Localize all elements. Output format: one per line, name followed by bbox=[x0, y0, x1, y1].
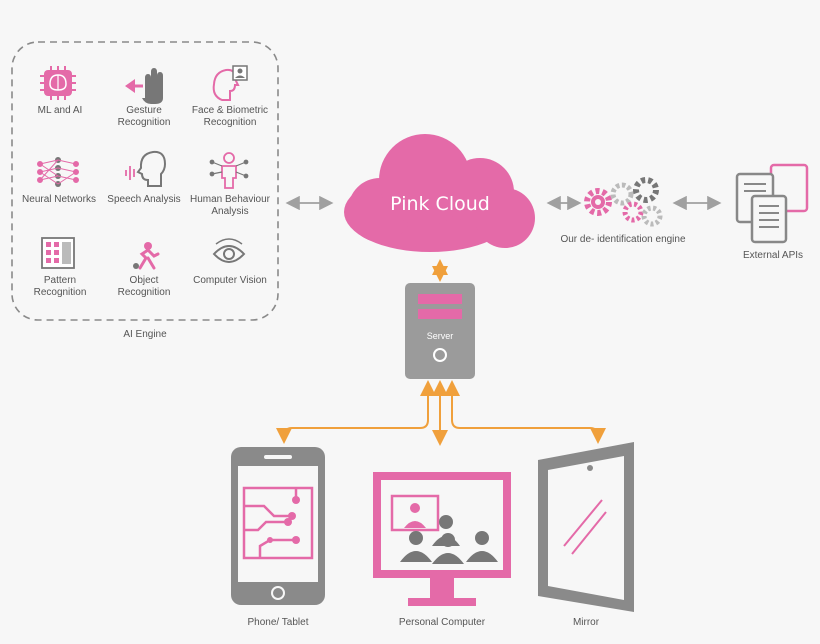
ai-item-label: Pattern Recognition bbox=[33, 275, 87, 298]
device-label-mirror: Mirror bbox=[572, 617, 600, 628]
tablet-icon bbox=[231, 447, 325, 605]
server-label: Server bbox=[426, 331, 454, 341]
pink-cloud bbox=[344, 134, 535, 252]
ai-item-label: Human Behaviour Analysis bbox=[189, 194, 271, 217]
neural-network-icon bbox=[37, 157, 79, 187]
speech-head-icon bbox=[125, 150, 167, 187]
device-label-tablet: Phone/ Tablet bbox=[247, 617, 309, 628]
brain-chip-icon bbox=[40, 66, 76, 100]
ai-item-label: Object Recognition bbox=[117, 275, 171, 298]
ai-item-label: Face & Biometric Recognition bbox=[191, 105, 269, 128]
monitor-icon bbox=[373, 472, 511, 606]
ai-engine-box bbox=[11, 41, 279, 321]
ai-item-label: Computer Vision bbox=[193, 275, 267, 286]
face-biometric-icon bbox=[212, 65, 248, 101]
cloud-label: Pink Cloud bbox=[390, 193, 490, 215]
external-apis-label: External APIs bbox=[742, 250, 804, 261]
arrow-server-tablet bbox=[276, 380, 436, 444]
ai-engine-title: AI Engine bbox=[123, 329, 167, 340]
ai-item-label: Speech Analysis bbox=[107, 194, 181, 205]
mirror-icon bbox=[538, 442, 634, 612]
running-person-icon bbox=[133, 242, 160, 270]
ai-item-label: Gesture Recognition bbox=[117, 105, 171, 128]
gears-icon bbox=[584, 177, 663, 227]
human-figure-icon bbox=[209, 152, 249, 189]
device-label-computer: Personal Computer bbox=[398, 617, 486, 628]
pattern-grid-icon bbox=[41, 237, 75, 269]
documents-icon bbox=[735, 163, 809, 244]
ai-item-label: ML and AI bbox=[37, 105, 83, 116]
arrow-server-mirror bbox=[444, 380, 606, 444]
eye-icon bbox=[212, 238, 246, 263]
hand-gesture-icon bbox=[125, 68, 163, 104]
engine-label: Our de- identification engine bbox=[560, 234, 686, 245]
ai-item-label: Neural Networks bbox=[22, 194, 96, 205]
server-icon bbox=[405, 283, 475, 379]
